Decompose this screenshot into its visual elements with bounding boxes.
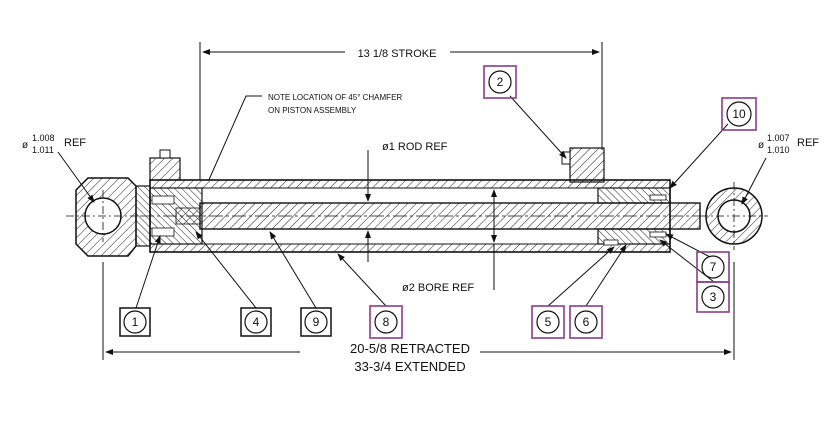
svg-text:8: 8 <box>383 315 390 329</box>
svg-text:REF: REF <box>64 137 86 149</box>
right-rod-eye <box>700 182 768 250</box>
balloon-9[interactable]: 9 <box>300 307 332 337</box>
retracted-label: 20-5/8 RETRACTED <box>350 341 470 356</box>
svg-text:10: 10 <box>732 107 746 121</box>
balloon-8[interactable]: 8 <box>369 305 403 339</box>
right-pin-upper: 1.007 <box>767 133 790 143</box>
balloon-7[interactable]: 7 <box>696 251 730 283</box>
right-pin-lower: 1.010 <box>767 145 790 155</box>
balloon-2[interactable]: 2 <box>483 65 517 99</box>
svg-text:REF: REF <box>797 137 819 149</box>
svg-text:4: 4 <box>253 315 260 329</box>
bore-label: ø2 BORE REF <box>402 282 474 294</box>
svg-text:1: 1 <box>132 315 139 329</box>
chamfer-note: NOTE LOCATION OF 45° CHAMFER ON PISTON A… <box>199 93 402 201</box>
svg-text:9: 9 <box>313 315 320 329</box>
svg-text:7: 7 <box>710 260 717 274</box>
bore-dimension: ø2 BORE REF <box>402 189 497 294</box>
svg-text:ø: ø <box>22 140 28 151</box>
left-pin-upper: 1.008 <box>32 133 55 143</box>
left-pin-lower: 1.011 <box>32 145 54 155</box>
leader-lines <box>135 95 729 309</box>
svg-text:6: 6 <box>583 315 590 329</box>
svg-text:5: 5 <box>545 315 552 329</box>
balloon-3[interactable]: 3 <box>696 281 730 313</box>
balloon-5[interactable]: 5 <box>531 305 565 339</box>
left-port <box>149 149 181 183</box>
left-clevis <box>66 177 151 257</box>
svg-text:ø: ø <box>758 140 764 151</box>
right-pin-dimension: ø 1.007 1.010 REF <box>741 133 819 205</box>
balloon-6[interactable]: 6 <box>569 305 603 339</box>
note-line-2: ON PISTON ASSEMBLY <box>268 106 357 115</box>
extended-label: 33-3/4 EXTENDED <box>354 359 465 374</box>
right-port <box>561 147 605 183</box>
left-pin-dimension: ø 1.008 1.011 REF <box>22 133 95 203</box>
overall-dimension: 20-5/8 RETRACTED 33-3/4 EXTENDED <box>102 262 735 374</box>
stroke-dimension: 13 1/8 STROKE <box>199 42 603 200</box>
rod-gland <box>597 187 671 246</box>
rod-dimension: ø1 ROD REF <box>365 141 448 262</box>
stroke-label: 13 1/8 STROKE <box>358 48 437 60</box>
svg-text:3: 3 <box>710 290 717 304</box>
balloon-10[interactable]: 10 <box>721 97 757 131</box>
note-line-1: NOTE LOCATION OF 45° CHAMFER <box>268 93 402 102</box>
piston-rod <box>140 202 701 230</box>
svg-text:2: 2 <box>497 75 504 89</box>
balloon-1[interactable]: 1 <box>119 307 151 337</box>
balloon-4[interactable]: 4 <box>240 307 272 337</box>
rod-label: ø1 ROD REF <box>382 141 448 153</box>
